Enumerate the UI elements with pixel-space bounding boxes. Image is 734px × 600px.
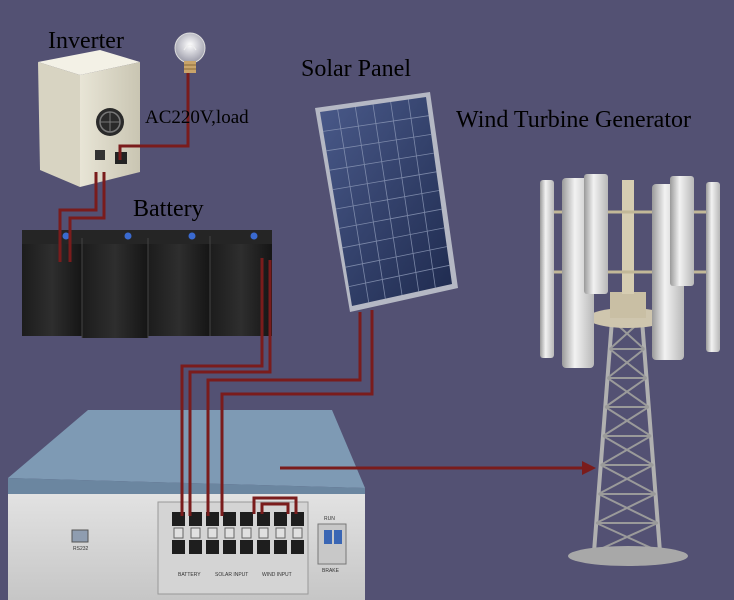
- charge-controller: [8, 410, 365, 600]
- wind-turbine: [540, 174, 720, 566]
- switch-run-label: RUN: [324, 516, 335, 522]
- switch-brake-label: BRAKE: [322, 568, 340, 574]
- terminal-group-solar: SOLAR INPUT: [215, 572, 248, 578]
- solar-panel: [315, 92, 458, 312]
- rs232-label: RS232: [73, 546, 89, 552]
- light-bulb-icon: [174, 32, 206, 73]
- inverter-label: Inverter: [48, 28, 124, 54]
- load-label: AC220V,load: [145, 107, 249, 128]
- solar-panel-label: Solar Panel: [301, 56, 411, 82]
- wiring: [58, 73, 582, 516]
- battery-label: Battery: [133, 196, 204, 222]
- wind-turbine-label: Wind Turbine Generator: [456, 107, 691, 133]
- terminal-group-battery: BATTERY: [178, 572, 201, 578]
- arrow-to-turbine-icon: [582, 461, 596, 475]
- serial-port-icon: [71, 529, 89, 543]
- terminal-group-wind: WIND INPUT: [262, 572, 292, 578]
- inverter: [38, 50, 140, 187]
